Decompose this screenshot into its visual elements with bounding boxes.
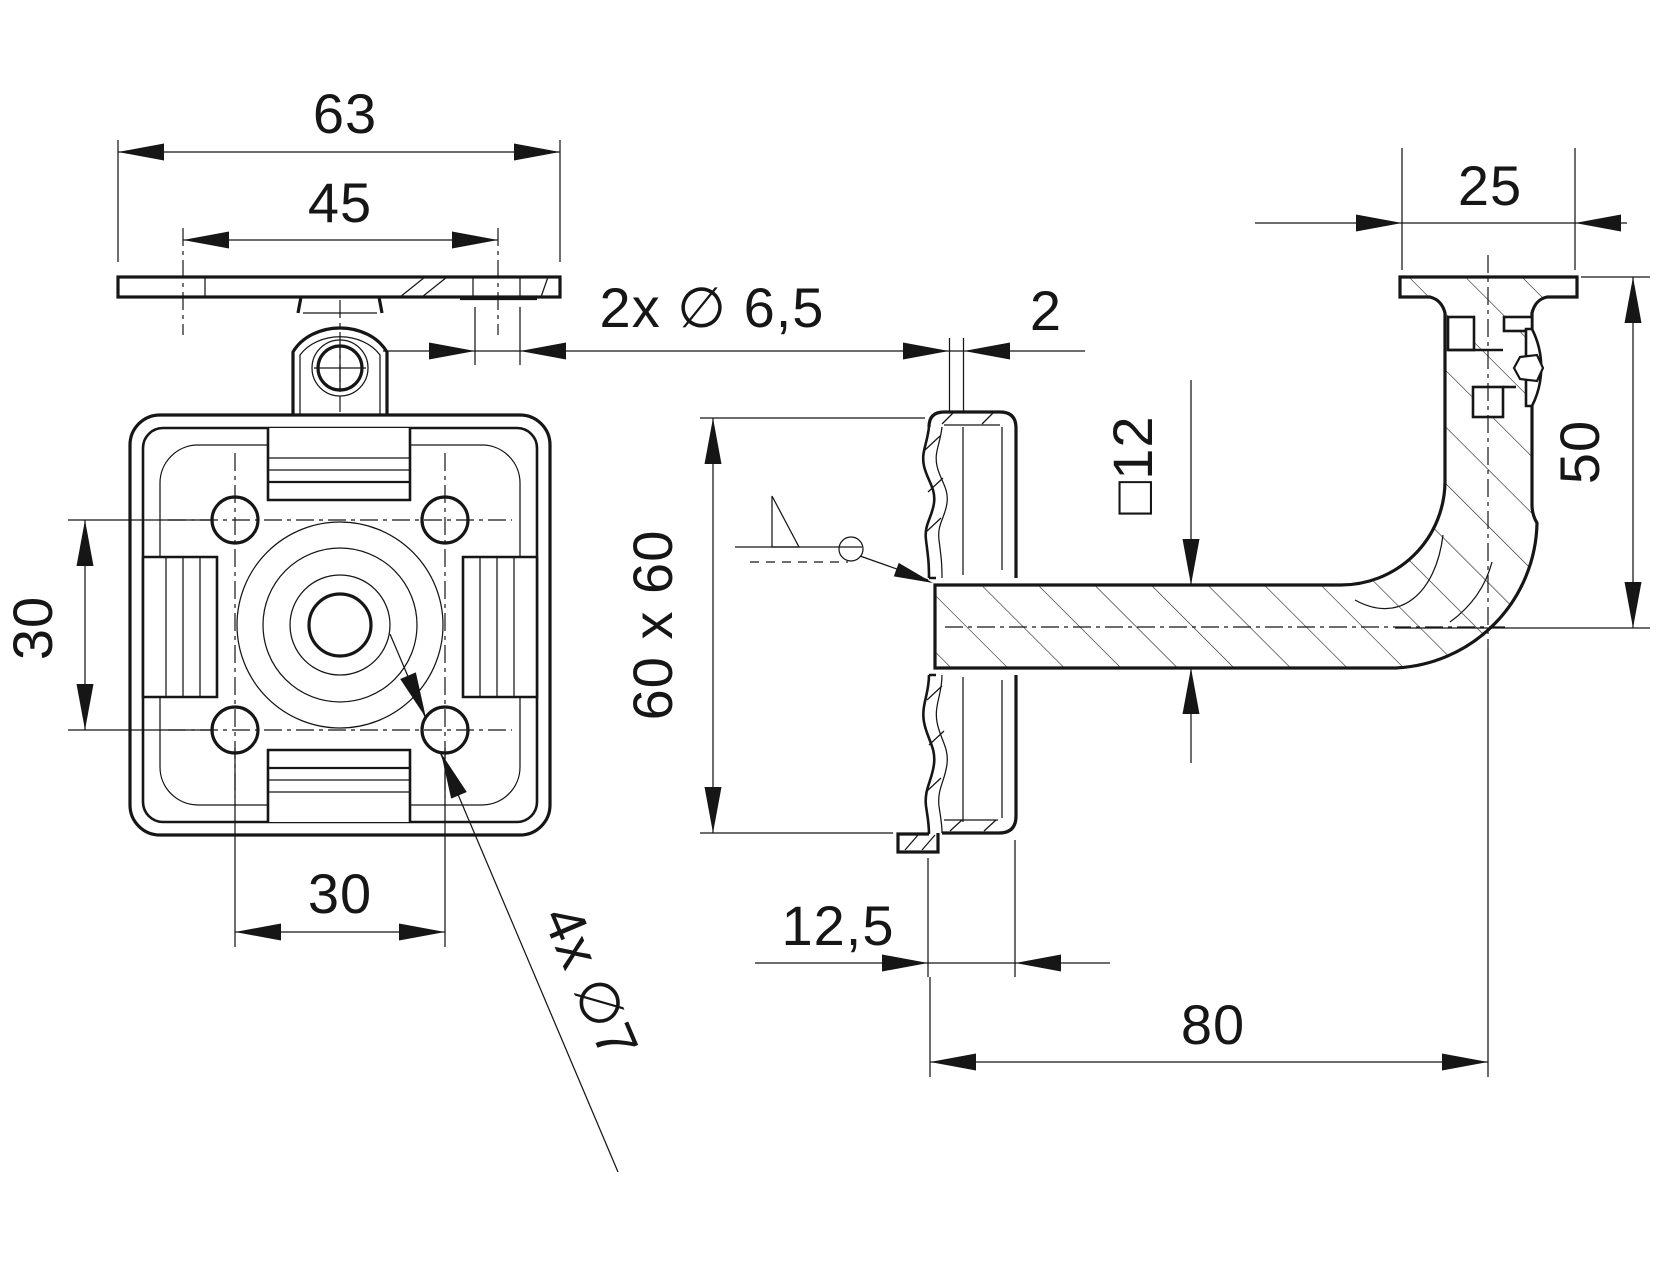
dim-label-2: 2 <box>1030 279 1062 342</box>
dim-hole-spacing-vertical: 30 <box>1 519 212 731</box>
dim-saddle-width: 63 <box>117 82 561 262</box>
front-top-tab <box>266 428 412 502</box>
side-arm-section <box>933 275 1579 670</box>
dim-label-25: 25 <box>1458 154 1522 217</box>
front-view: 63 45 30 30 <box>1 82 651 1173</box>
dim-label-80: 80 <box>1181 993 1245 1056</box>
front-left-rib <box>141 555 219 699</box>
dim-wall-plate-size: 60 x 60 <box>621 417 925 834</box>
dim-label-30-vertical: 30 <box>1 596 64 660</box>
dim-arm-length: 80 <box>929 648 1489 1077</box>
dim-plate-depth: 12,5 <box>755 840 1110 977</box>
side-wall-plate <box>896 410 1018 854</box>
dim-hole-spacing-horizontal: 30 <box>234 748 446 947</box>
front-right-rib <box>461 555 539 699</box>
front-mount-holes <box>210 495 470 755</box>
dim-label-60x60: 60 x 60 <box>621 530 684 721</box>
side-view: 25 2x ∅ 6,5 2 60 x 60 <box>383 148 1650 1077</box>
dim-label-sq12: □12 <box>1101 415 1164 514</box>
front-center-boss <box>236 521 444 729</box>
dim-saddle-hole-spacing: 45 <box>182 171 499 335</box>
dim-saddle-holes-and-sheet: 2x ∅ 6,5 2 <box>383 276 1085 412</box>
dim-arm-section: □12 <box>1101 380 1200 763</box>
dim-label-12-5: 12,5 <box>782 894 895 957</box>
dim-label-4x7: 4x ∅7 <box>531 897 651 1069</box>
dim-label-30-horizontal: 30 <box>308 862 372 925</box>
front-saddle-plate <box>116 275 562 301</box>
front-wall-plate <box>128 413 619 1173</box>
front-bottom-tab <box>266 748 412 822</box>
front-knuckle <box>291 296 389 415</box>
dim-label-50: 50 <box>1548 420 1611 484</box>
dim-saddle-depth: 25 <box>1255 148 1627 270</box>
weld-symbol <box>735 495 936 590</box>
dim-label-63: 63 <box>313 82 377 145</box>
dim-drop-height: 50 <box>1395 276 1650 629</box>
dim-label-2x6-5: 2x ∅ 6,5 <box>600 276 825 339</box>
dim-label-45: 45 <box>308 171 372 234</box>
